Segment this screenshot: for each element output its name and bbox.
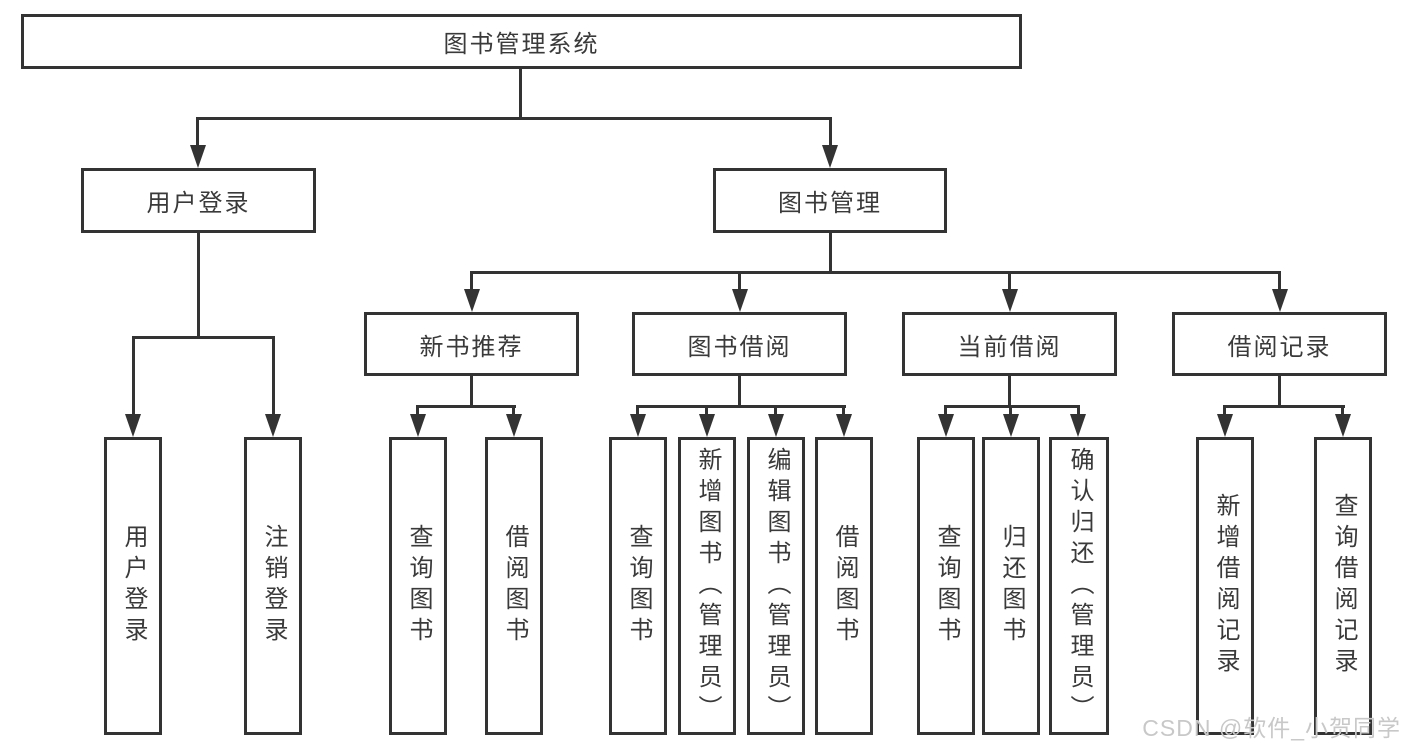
connector-line xyxy=(1278,376,1281,407)
arrow-down-icon xyxy=(506,414,522,437)
node-current-borrow: 当前借阅 xyxy=(902,312,1117,376)
leaf-nb-query-books: 查询图书 xyxy=(389,437,447,735)
arrow-down-icon xyxy=(1070,414,1086,437)
connector-line xyxy=(738,271,741,292)
arrow-down-icon xyxy=(630,414,646,437)
connector-line xyxy=(1223,405,1226,416)
connector-line xyxy=(132,336,274,339)
watermark: CSDN @软件_小贺同学 xyxy=(1142,715,1401,741)
leaf-user-login: 用户登录 xyxy=(104,437,162,735)
connector-line xyxy=(196,117,832,120)
arrow-down-icon xyxy=(265,414,281,437)
leaf-cb-query-books: 查询图书 xyxy=(917,437,975,735)
connector-line xyxy=(1009,405,1012,416)
connector-line xyxy=(1278,271,1281,292)
node-book-borrow: 图书借阅 xyxy=(632,312,847,376)
connector-line xyxy=(1223,405,1345,408)
arrow-down-icon xyxy=(1335,414,1351,437)
connector-line xyxy=(1008,271,1011,292)
arrow-down-icon xyxy=(938,414,954,437)
leaf-br-query-record: 查询借阅记录 xyxy=(1314,437,1372,735)
arrow-down-icon xyxy=(732,289,748,312)
leaf-bb-add-books-admin: 新增图书（管理员） xyxy=(678,437,736,735)
connector-line xyxy=(774,405,777,416)
leaf-br-add-record: 新增借阅记录 xyxy=(1196,437,1254,735)
connector-line xyxy=(196,117,199,147)
connector-line xyxy=(842,405,845,416)
connector-line xyxy=(416,405,516,408)
connector-line xyxy=(1008,376,1011,407)
connector-line xyxy=(416,405,419,416)
connector-line xyxy=(470,271,1281,274)
arrow-down-icon xyxy=(699,414,715,437)
connector-line xyxy=(272,336,275,416)
connector-line xyxy=(1077,405,1080,416)
connector-line xyxy=(470,271,473,292)
connector-line xyxy=(512,405,515,416)
arrow-down-icon xyxy=(1272,289,1288,312)
connector-line xyxy=(829,117,832,147)
connector-line xyxy=(1341,405,1344,416)
connector-line xyxy=(636,405,639,416)
node-book-management: 图书管理 xyxy=(713,168,947,233)
connector-line xyxy=(829,233,832,273)
arrow-down-icon xyxy=(125,414,141,437)
connector-line xyxy=(705,405,708,416)
arrow-down-icon xyxy=(1217,414,1233,437)
arrow-down-icon xyxy=(768,414,784,437)
connector-line xyxy=(470,376,473,407)
node-user-login: 用户登录 xyxy=(81,168,316,233)
connector-line xyxy=(944,405,947,416)
arrow-down-icon xyxy=(822,145,838,168)
connector-line xyxy=(944,405,1080,408)
arrow-down-icon xyxy=(1003,414,1019,437)
leaf-cb-return-books: 归还图书 xyxy=(982,437,1040,735)
leaf-cb-confirm-return-admin: 确认归还（管理员） xyxy=(1049,437,1109,735)
connector-line xyxy=(738,376,741,407)
node-library-system: 图书管理系统 xyxy=(21,14,1022,69)
leaf-bb-edit-books-admin: 编辑图书（管理员） xyxy=(747,437,805,735)
arrow-down-icon xyxy=(464,289,480,312)
leaf-bb-borrow-books: 借阅图书 xyxy=(815,437,873,735)
connector-line xyxy=(132,336,135,416)
connector-line xyxy=(519,69,522,117)
connector-line xyxy=(636,405,846,408)
leaf-nb-borrow-books: 借阅图书 xyxy=(485,437,543,735)
connector-line xyxy=(197,233,200,339)
arrow-down-icon xyxy=(410,414,426,437)
node-borrow-records: 借阅记录 xyxy=(1172,312,1387,376)
leaf-logout-login: 注销登录 xyxy=(244,437,302,735)
node-new-book-recommend: 新书推荐 xyxy=(364,312,579,376)
arrow-down-icon xyxy=(190,145,206,168)
arrow-down-icon xyxy=(836,414,852,437)
leaf-bb-query-books: 查询图书 xyxy=(609,437,667,735)
arrow-down-icon xyxy=(1002,289,1018,312)
